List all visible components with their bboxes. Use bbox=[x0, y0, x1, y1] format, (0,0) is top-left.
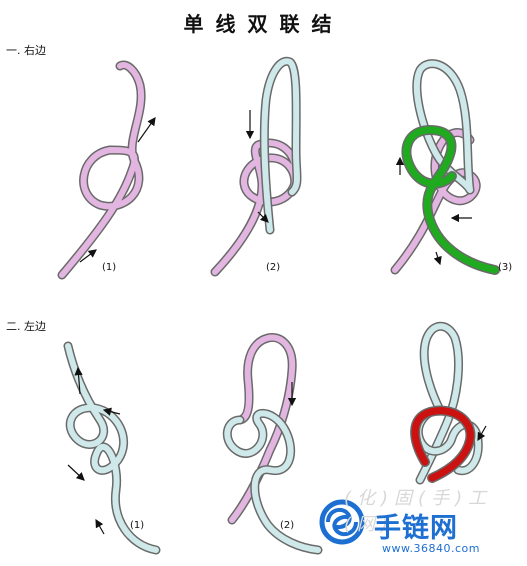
step-label-r1-3: (3) bbox=[498, 262, 512, 273]
arrow-r1-s3-c bbox=[433, 251, 442, 266]
arrow-r1-s2-b bbox=[257, 211, 269, 223]
cord-r2-step3-red bbox=[410, 405, 476, 483]
cord-r1-step1 bbox=[57, 60, 146, 280]
watermark-brand: 手链网 bbox=[374, 513, 458, 544]
page-title: 单线双联结 bbox=[183, 12, 344, 36]
arrow-r1-s1-a bbox=[137, 117, 156, 143]
arrow-r2-s1-a bbox=[74, 366, 83, 395]
watermark-url: www.36840.com bbox=[382, 542, 480, 555]
arrow-r2-s1-b bbox=[102, 407, 121, 416]
cord-r1-step2-blue bbox=[259, 56, 302, 235]
step-label-r1-1: (1) bbox=[102, 262, 116, 273]
arrow-r2-s1-d bbox=[95, 518, 105, 535]
section-label-right: 一. 右边 bbox=[6, 44, 46, 57]
cord-r2-step2-pink bbox=[227, 333, 297, 525]
step-label-r1-2: (2) bbox=[266, 262, 280, 273]
cord-r2-step1 bbox=[63, 341, 161, 555]
cord-r1-step3-pink bbox=[390, 128, 481, 275]
arrow-r2-s1-c bbox=[67, 464, 85, 481]
knot-logo-icon bbox=[319, 499, 365, 545]
step-label-r2-1: (1) bbox=[130, 520, 144, 531]
cord-r2-step2-blue bbox=[222, 408, 323, 555]
step-label-r2-2: (2) bbox=[280, 520, 294, 531]
arrow-r2-s3-a bbox=[477, 425, 487, 442]
cord-r1-step3-green bbox=[401, 125, 500, 275]
watermark-faint-text: (化)固(手)工(网) bbox=[344, 488, 493, 535]
cord-r1-step2-pink bbox=[210, 138, 301, 277]
cord-r2-step3-blue bbox=[415, 321, 463, 485]
arrow-r1-s1-b bbox=[79, 249, 97, 263]
section-label-left: 二. 左边 bbox=[6, 320, 46, 333]
